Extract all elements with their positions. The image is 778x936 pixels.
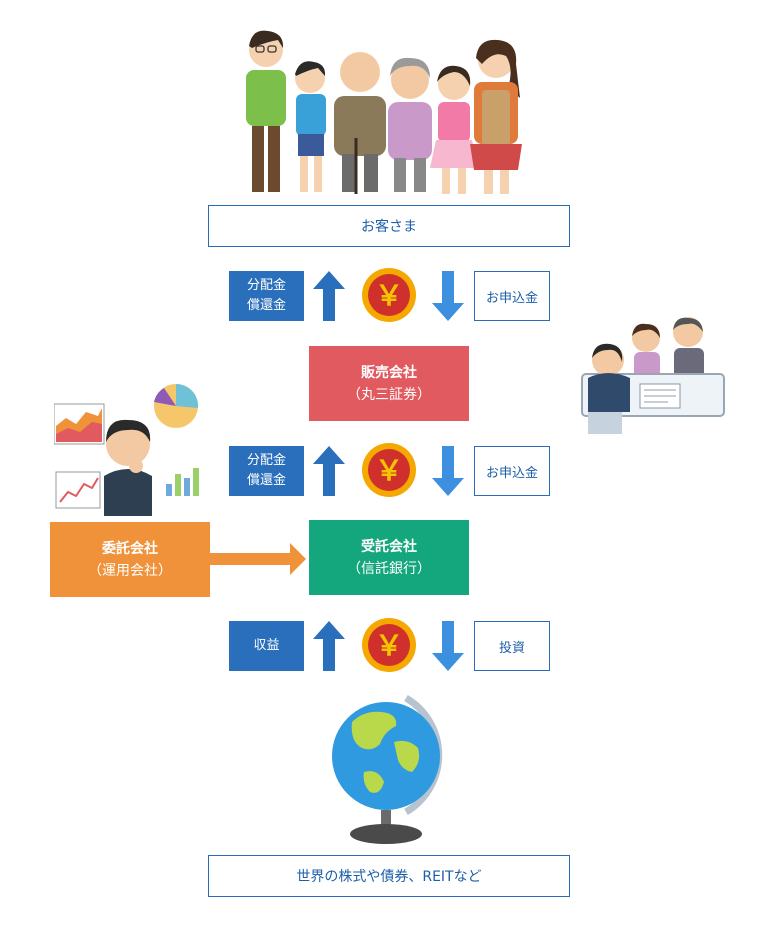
customers-box: お客さま <box>208 205 570 247</box>
distribution-text: 分配金 <box>246 278 286 293</box>
world-assets-box: 世界の株式や債券、REITなど <box>208 855 570 897</box>
trust-company-box: 受託会社 （信託銀行） <box>309 520 469 595</box>
thinking-man-illustration <box>54 383 206 516</box>
right-arrow-icon <box>210 543 306 575</box>
globe-illustration <box>332 694 443 844</box>
consign-company-subtitle: （運用会社） <box>88 562 172 579</box>
subscription-label-1: お申込金 <box>474 271 550 321</box>
counter-staff-illustration <box>581 317 725 434</box>
distribution-redemption-label-1: 分配金 償還金 <box>229 271 304 321</box>
sales-company-title: 販売会社 <box>361 364 417 381</box>
yen-coin-icon: ￥ <box>362 443 416 497</box>
down-arrow-icon <box>432 621 464 671</box>
investment-label: 投資 <box>474 621 550 671</box>
profit-label: 収益 <box>229 621 304 671</box>
family-illustration <box>246 30 522 194</box>
yen-coin-icon: ￥ <box>362 618 416 672</box>
yen-symbol: ￥ <box>375 629 403 662</box>
redemption-text: 償還金 <box>246 298 286 313</box>
distribution-redemption-label-2: 分配金 償還金 <box>229 446 304 496</box>
redemption-text: 償還金 <box>246 473 286 488</box>
sales-company-subtitle: （丸三証券） <box>347 386 431 403</box>
up-arrow-icon <box>313 271 345 321</box>
sales-company-box: 販売会社 （丸三証券） <box>309 346 469 421</box>
yen-symbol: ￥ <box>375 454 403 487</box>
distribution-text: 分配金 <box>246 453 286 468</box>
consign-company-title: 委託会社 <box>102 540 158 557</box>
yen-coin-icon: ￥ <box>362 268 416 322</box>
down-arrow-icon <box>432 271 464 321</box>
consign-company-box: 委託会社 （運用会社） <box>50 522 210 597</box>
trust-company-title: 受託会社 <box>361 538 417 555</box>
down-arrow-icon <box>432 446 464 496</box>
trust-company-subtitle: （信託銀行） <box>347 560 431 577</box>
yen-symbol: ￥ <box>375 279 403 312</box>
profit-text: 収益 <box>253 638 280 653</box>
subscription-label-2: お申込金 <box>474 446 550 496</box>
up-arrow-icon <box>313 621 345 671</box>
up-arrow-icon <box>313 446 345 496</box>
